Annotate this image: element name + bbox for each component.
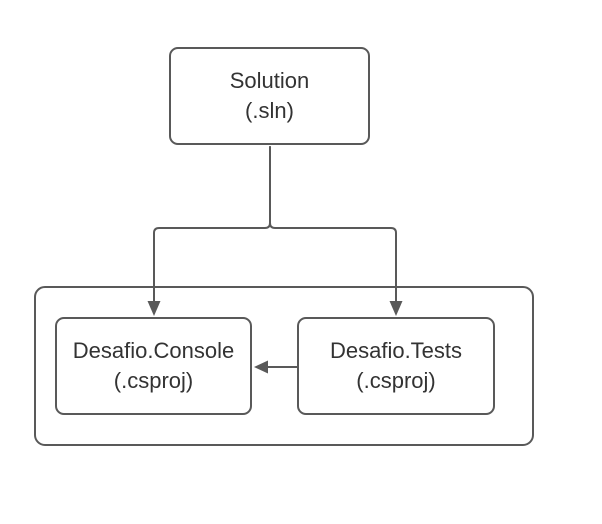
node-desafio-tests: Desafio.Tests (.csproj) (297, 317, 495, 415)
node-tests-ext: (.csproj) (356, 368, 436, 393)
node-solution: Solution (.sln) (169, 47, 370, 145)
node-solution-ext: (.sln) (245, 98, 294, 123)
node-tests-name: Desafio.Tests (329, 338, 463, 363)
node-solution-name: Solution (229, 68, 310, 93)
node-desafio-console: Desafio.Console (.csproj) (55, 317, 252, 415)
node-console-name: Desafio.Console (72, 338, 235, 363)
node-console-ext: (.csproj) (113, 368, 194, 393)
